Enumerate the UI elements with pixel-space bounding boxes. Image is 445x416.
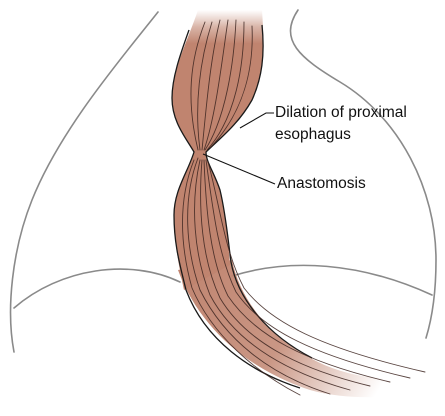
esophagus (171, 10, 432, 398)
dilation-label-line1: Dilation of proximal (275, 104, 407, 121)
distal-esophagus-tail (178, 260, 432, 398)
dilation-label-line2: esophagus (275, 126, 351, 143)
leader-lines (202, 112, 276, 185)
left-diaphragm-outline (13, 268, 181, 309)
right-diaphragm-outline (231, 264, 433, 296)
dilation-leader-line (239, 112, 274, 129)
esophagus-outline-left (171, 29, 301, 389)
esophagus-main-body (172, 10, 264, 290)
esophagus-outline-right (205, 24, 313, 359)
right-lung-outline (289, 9, 437, 339)
muscle-fibers (182, 19, 426, 396)
left-lung-outline (9, 11, 159, 353)
thorax-outline (9, 9, 437, 353)
anastomosis-leader-line (202, 153, 276, 185)
anastomosis-label: Anastomosis (277, 175, 366, 192)
